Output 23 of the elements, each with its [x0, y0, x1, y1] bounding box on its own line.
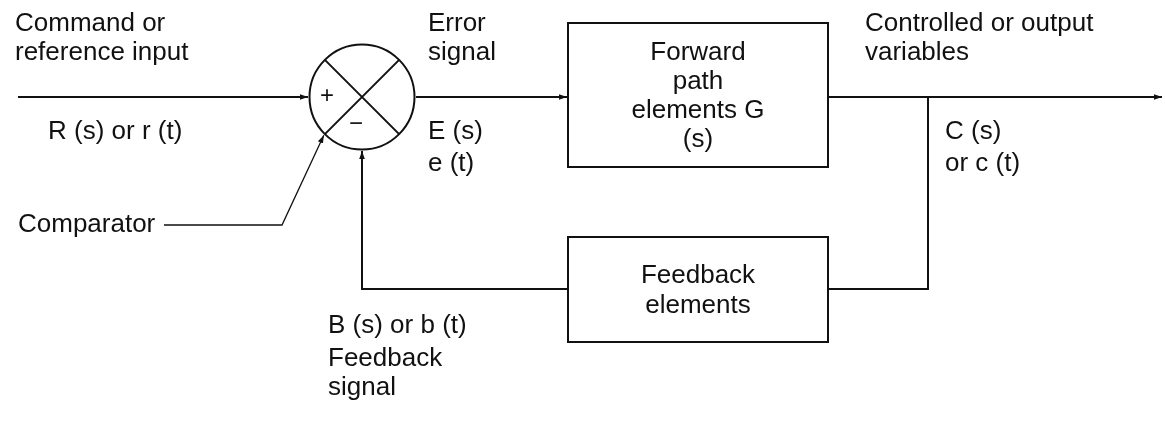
comparator-label: Comparator	[18, 208, 160, 242]
signal-label: Error signal	[428, 8, 497, 66]
signal-label: or c (t)	[945, 148, 1022, 177]
signal-label: Command or reference input	[15, 8, 190, 66]
signal-line	[828, 96, 929, 290]
comparator-circle	[308, 43, 416, 151]
signal-label: E (s)	[428, 116, 484, 145]
block-text: Feedback elements	[639, 260, 757, 319]
signal-arrow	[415, 94, 568, 100]
minus-sign: −	[349, 111, 363, 135]
block-box	[567, 236, 829, 343]
plus-sign: +	[320, 83, 334, 107]
leader-line	[163, 134, 325, 226]
block-box	[567, 22, 829, 168]
signal-label: C (s)	[945, 116, 1003, 145]
signal-label: e (t)	[428, 148, 476, 177]
signal-arrow	[359, 150, 568, 290]
signal-label: R (s) or r (t)	[48, 116, 184, 145]
signal-label: Feedback signal	[328, 343, 444, 401]
signal-label: B (s) or b (t)	[328, 310, 468, 339]
signal-label: Controlled or output variables	[865, 8, 1095, 66]
block-text: Forward path elements G (s)	[630, 36, 766, 154]
signal-arrow	[17, 94, 309, 100]
